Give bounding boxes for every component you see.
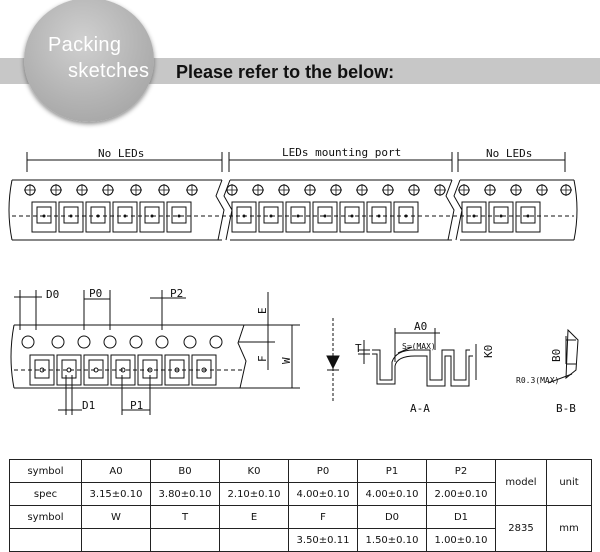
pocket-inner-top	[36, 206, 536, 224]
section-a-a	[326, 318, 477, 402]
tape-break	[223, 179, 233, 241]
table-cell: mm	[546, 505, 592, 552]
table-cell: unit	[546, 459, 592, 506]
table-row: symbol A0 B0 K0 P0 P1 P2 model unit	[9, 459, 592, 506]
badge-line-2: sketches	[68, 60, 150, 82]
section-badge	[24, 0, 154, 122]
label-r: R0.3(MAX)	[516, 376, 559, 385]
label-d0: D0	[46, 288, 59, 301]
table-cell: D1	[426, 505, 496, 529]
label-no-leds-left: No LEDs	[98, 147, 144, 160]
table-cell: 4.00±0.10	[357, 482, 427, 506]
label-no-leds-right: No LEDs	[486, 147, 532, 160]
table-cell: D0	[357, 505, 427, 529]
packing-diagram: No LEDs LEDs mounting port No LEDs	[8, 146, 579, 415]
table-cell: P0	[288, 459, 358, 483]
refer-heading: Please refer to the below:	[176, 62, 395, 82]
table-cell: 3.80±0.10	[150, 482, 220, 506]
pockets-top	[31, 201, 541, 233]
tape-break	[215, 179, 225, 241]
tape-break	[445, 179, 455, 241]
label-s-max: S=(MAX)	[402, 342, 436, 351]
tape-end	[573, 179, 578, 241]
tape-end	[8, 179, 13, 241]
label-b0: B0	[550, 349, 563, 362]
label-e: E	[256, 307, 269, 314]
table-cell: 2.00±0.10	[426, 482, 496, 506]
tape-end	[10, 324, 15, 389]
label-w: W	[280, 357, 293, 364]
table-cell: K0	[219, 459, 289, 483]
table-cell	[9, 528, 82, 552]
table-row: symbol W T E F D0 D1 2835 mm	[9, 505, 592, 552]
pocket-holes-top	[42, 214, 530, 218]
section-b-b	[547, 328, 579, 384]
label-a-a: A-A	[410, 402, 430, 415]
sprocket-crosses-top	[24, 184, 572, 196]
table-cell: model	[495, 459, 547, 506]
label-d1: D1	[82, 399, 95, 412]
table-cell: P1	[357, 459, 427, 483]
table-cell: W	[81, 505, 151, 529]
badge-line-1: Packing	[48, 34, 122, 56]
table-cell: P2	[426, 459, 496, 483]
label-b-b: B-B	[556, 402, 576, 415]
table-cell: B0	[150, 459, 220, 483]
table-cell: 4.00±0.10	[288, 482, 358, 506]
label-k0: K0	[482, 345, 495, 358]
table-cell: E	[219, 505, 289, 529]
table-cell: A0	[81, 459, 151, 483]
table-cell: 2.10±0.10	[219, 482, 289, 506]
table-cell: 3.15±0.10	[81, 482, 151, 506]
table-cell: 2835	[495, 505, 547, 552]
label-p1: P1	[130, 399, 143, 412]
table-cell: symbol	[9, 459, 82, 483]
table-cell: 3.50±0.11	[288, 528, 358, 552]
table-cell: F	[288, 505, 358, 529]
table-cell: T	[150, 505, 220, 529]
table-cell	[81, 528, 151, 552]
pockets-detail	[29, 354, 217, 386]
table-cell: 1.00±0.10	[426, 528, 496, 552]
table-cell: symbol	[9, 505, 82, 529]
label-p2: P2	[170, 287, 183, 300]
label-p0: P0	[89, 287, 102, 300]
label-f: F	[256, 355, 269, 362]
label-leds-mounting: LEDs mounting port	[282, 146, 401, 159]
label-t: T	[355, 342, 362, 355]
tape-break	[237, 324, 247, 389]
table-cell: 1.50±0.10	[357, 528, 427, 552]
table-cell: spec	[9, 482, 82, 506]
spec-table: symbol A0 B0 K0 P0 P1 P2 model unit spec…	[9, 459, 592, 552]
table-cell	[219, 528, 289, 552]
tape-break	[453, 179, 463, 241]
label-a0: A0	[414, 320, 427, 333]
sprocket-holes-detail	[21, 335, 223, 349]
table-cell	[150, 528, 220, 552]
